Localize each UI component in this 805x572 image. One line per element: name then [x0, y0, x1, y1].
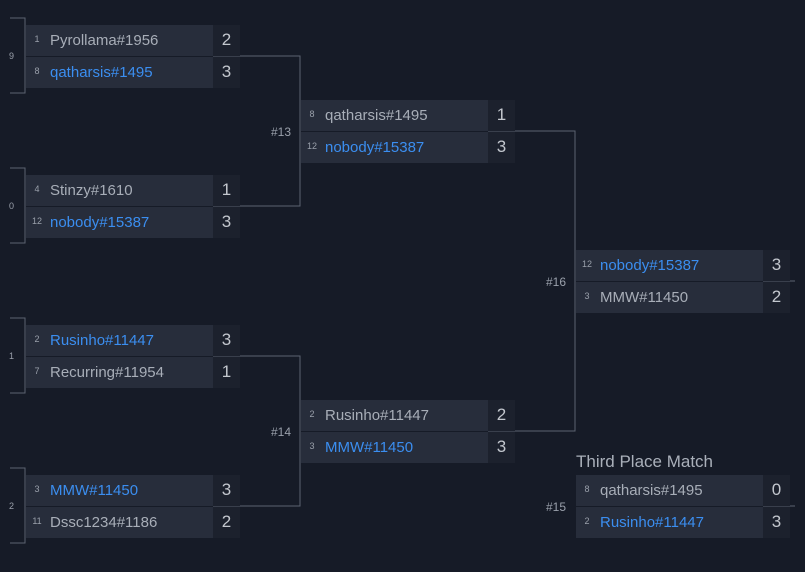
player-name[interactable]: Rusinho#11447	[50, 332, 154, 349]
match-slot[interactable]: 12 nobody#15387 3	[576, 250, 790, 281]
left-connector-3	[10, 317, 26, 394]
seed: 2	[34, 334, 40, 344]
score: 1	[221, 362, 232, 381]
score: 1	[496, 105, 507, 124]
seed: 12	[306, 141, 317, 151]
player-name[interactable]: Pyrollama#1956	[50, 32, 159, 49]
seed: 7	[34, 366, 40, 376]
player-name[interactable]: qatharsis#1495	[600, 482, 703, 499]
match-14[interactable]: 2 Rusinho#11447 2 3 MMW#11450 3	[301, 400, 515, 463]
seed: 3	[309, 441, 315, 451]
connector-r2	[488, 130, 576, 432]
seed: 8	[309, 109, 315, 119]
score: 3	[496, 137, 507, 156]
player-name[interactable]: Rusinho#11447	[600, 514, 704, 531]
match-number-13: #13	[270, 125, 291, 139]
seed: 12	[31, 216, 42, 226]
edge-label-1: 9	[9, 51, 15, 61]
match-slot[interactable]: 8 qatharsis#1495 1	[301, 100, 515, 131]
score: 3	[771, 512, 782, 531]
score: 2	[771, 287, 782, 306]
match-r1-4[interactable]: 3 MMW#11450 3 11 Dssc1234#1186 2	[26, 475, 240, 538]
match-slot[interactable]: 8 qatharsis#1495 3	[26, 57, 240, 88]
left-connector-2	[10, 167, 26, 244]
seed: 2	[309, 409, 315, 419]
seed: 4	[34, 184, 40, 194]
match-slot[interactable]: 1 Pyrollama#1956 2	[26, 25, 240, 56]
score: 3	[771, 255, 782, 274]
player-name[interactable]: Recurring#11954	[50, 364, 164, 381]
seed: 8	[34, 66, 40, 76]
seed: 3	[34, 484, 40, 494]
match-number-15: #15	[545, 500, 566, 514]
score: 3	[221, 330, 232, 349]
player-name[interactable]: Rusinho#11447	[325, 407, 429, 424]
player-name[interactable]: nobody#15387	[325, 139, 425, 156]
seed: 2	[584, 516, 590, 526]
score: 3	[221, 480, 232, 499]
connector-r1-top	[213, 55, 301, 207]
match-slot[interactable]: 3 MMW#11450 3	[301, 432, 515, 463]
match-slot[interactable]: 3 MMW#11450 3	[26, 475, 240, 506]
match-slot[interactable]: 2 Rusinho#11447 2	[301, 400, 515, 431]
seed: 12	[581, 259, 592, 269]
edge-label-2: 0	[9, 201, 15, 211]
score: 3	[496, 437, 507, 456]
seed: 8	[584, 484, 590, 494]
score: 2	[496, 405, 507, 424]
score: 3	[221, 212, 232, 231]
third-place-title: Third Place Match	[576, 452, 713, 471]
match-slot[interactable]: 12 nobody#15387 3	[26, 207, 240, 238]
match-slot[interactable]: 3 MMW#11450 2	[576, 282, 790, 313]
player-name[interactable]: nobody#15387	[50, 214, 150, 231]
seed: 3	[584, 291, 590, 301]
match-slot[interactable]: 2 Rusinho#11447 3	[26, 325, 240, 356]
left-connector-1	[10, 17, 26, 94]
connector-r1-bottom	[213, 355, 301, 507]
match-r1-1[interactable]: 1 Pyrollama#1956 2 8 qatharsis#1495 3	[26, 25, 240, 88]
match-slot[interactable]: 7 Recurring#11954 1	[26, 357, 240, 388]
score: 1	[221, 180, 232, 199]
player-name[interactable]: nobody#15387	[600, 257, 700, 274]
score: 2	[221, 512, 232, 531]
player-name[interactable]: MMW#11450	[50, 482, 139, 499]
match-16-final[interactable]: 12 nobody#15387 3 3 MMW#11450 2	[576, 250, 790, 313]
player-name[interactable]: qatharsis#1495	[50, 64, 153, 81]
match-13[interactable]: 8 qatharsis#1495 1 12 nobody#15387 3	[301, 100, 515, 163]
player-name[interactable]: MMW#11450	[600, 289, 689, 306]
score: 2	[221, 30, 232, 49]
edge-label-4: 2	[9, 501, 15, 511]
seed: 1	[34, 34, 40, 44]
match-slot[interactable]: 4 Stinzy#1610 1	[26, 175, 240, 206]
edge-label-3: 1	[9, 351, 15, 361]
player-name[interactable]: MMW#11450	[325, 439, 414, 456]
score: 3	[221, 62, 232, 81]
score: 0	[771, 480, 782, 499]
match-15-third-place[interactable]: 8 qatharsis#1495 0 2 Rusinho#11447 3	[576, 475, 790, 538]
match-number-16: #16	[545, 275, 566, 289]
match-slot[interactable]: 11 Dssc1234#1186 2	[26, 507, 240, 538]
match-slot[interactable]: 2 Rusinho#11447 3	[576, 507, 790, 538]
match-slot[interactable]: 8 qatharsis#1495 0	[576, 475, 790, 506]
player-name[interactable]: qatharsis#1495	[325, 107, 428, 124]
player-name[interactable]: Stinzy#1610	[50, 182, 133, 199]
match-slot[interactable]: 12 nobody#15387 3	[301, 132, 515, 163]
match-number-14: #14	[270, 425, 291, 439]
player-name[interactable]: Dssc1234#1186	[50, 514, 158, 531]
match-r1-3[interactable]: 2 Rusinho#11447 3 7 Recurring#11954 1	[26, 325, 240, 388]
match-r1-2[interactable]: 4 Stinzy#1610 1 12 nobody#15387 3	[26, 175, 240, 238]
seed: 11	[32, 516, 42, 526]
left-connector-4	[10, 467, 26, 544]
